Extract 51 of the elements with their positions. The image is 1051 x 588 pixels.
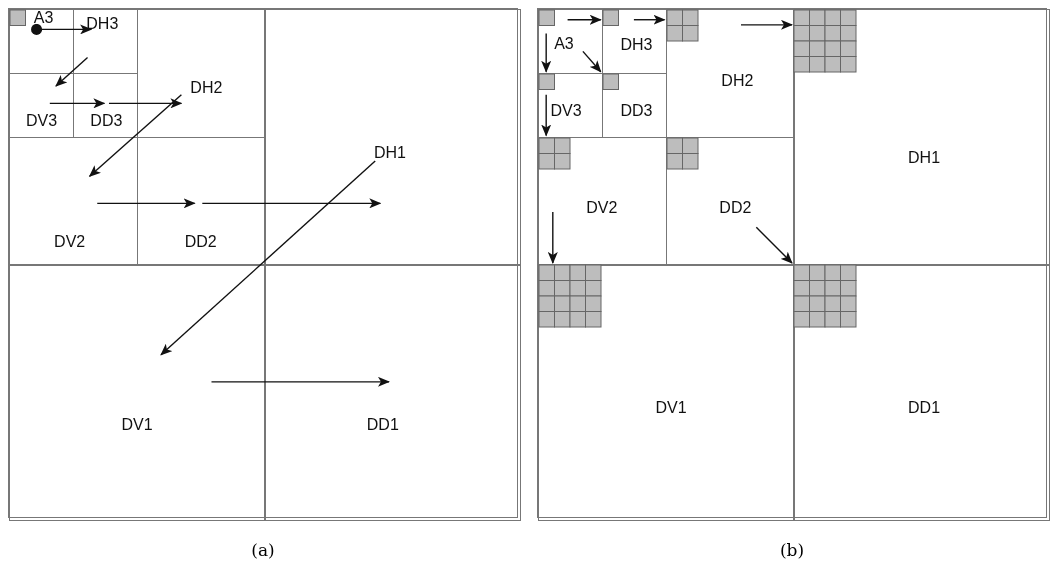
subband-box	[264, 264, 521, 521]
subband-box	[264, 9, 521, 266]
arrow	[541, 32, 552, 73]
subband-label: DD1	[908, 398, 941, 417]
arrow	[633, 14, 666, 25]
arrow	[108, 98, 183, 109]
arrow	[49, 98, 106, 109]
panel-caption: (a)	[251, 540, 275, 560]
arrow	[201, 198, 382, 209]
subband-label: A3	[33, 9, 54, 28]
arrow	[96, 198, 196, 209]
subband-box	[136, 136, 266, 266]
subband-box	[9, 264, 266, 521]
subband-label: DH3	[620, 35, 653, 54]
arrow	[31, 23, 93, 35]
subband-label: DD2	[184, 233, 217, 252]
subband-label: DD3	[620, 101, 653, 120]
subband-label: DV2	[54, 233, 86, 252]
subband-box	[9, 9, 75, 75]
subband-label: DV1	[121, 415, 153, 434]
subband-box	[136, 9, 266, 138]
arrow	[541, 94, 552, 137]
subband-label: DV2	[586, 199, 618, 218]
subband-box	[793, 9, 1050, 266]
subband-label: DH2	[190, 78, 223, 97]
subband-label: DD3	[90, 112, 123, 131]
subband-label: DV3	[26, 112, 58, 131]
subband-label: A3	[554, 34, 574, 53]
subband-box	[9, 136, 138, 266]
subband-box	[538, 264, 795, 521]
image-panel	[8, 8, 518, 518]
arrow	[55, 56, 89, 87]
subband-box	[793, 264, 1050, 521]
arrow	[740, 19, 793, 30]
arrow	[547, 211, 558, 264]
subband-label: DV1	[655, 398, 687, 417]
subband-label: DD1	[366, 415, 399, 434]
subband-label: DH3	[86, 15, 119, 34]
subband-box	[665, 136, 795, 266]
arrow	[566, 14, 602, 25]
subband-label: DH2	[721, 72, 754, 91]
arrow	[582, 50, 602, 73]
subband-label: DV3	[550, 101, 582, 120]
arrow	[88, 94, 183, 177]
arrow	[210, 376, 390, 387]
image-panel	[537, 8, 1047, 518]
subband-label: DD2	[719, 199, 752, 218]
subband-label: DH1	[373, 143, 406, 162]
panel-caption: (b)	[779, 540, 805, 560]
arrow	[755, 226, 793, 264]
subband-label: DH1	[908, 148, 941, 167]
